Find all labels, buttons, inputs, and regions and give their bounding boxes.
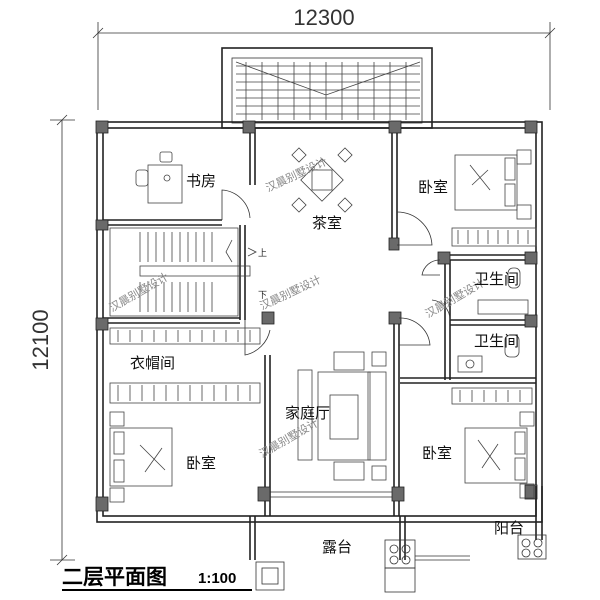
- top-dimension: 12300: [92, 5, 556, 110]
- structural-columns: [95, 120, 538, 512]
- bathroom-1-fixtures: [477, 267, 529, 315]
- left-dimension: 12100: [28, 114, 75, 566]
- family-hall-sofa: [297, 351, 387, 481]
- plan-title: 二层平面图: [62, 565, 167, 589]
- study-desk: [135, 151, 183, 204]
- room-label-bedroom-ne: 卧室: [418, 178, 448, 196]
- width-dimension-label: 12300: [293, 5, 354, 30]
- right-balcony: [517, 486, 547, 560]
- top-balcony: [221, 47, 433, 129]
- door-swings: [221, 189, 451, 356]
- room-label-bedroom-sw: 卧室: [186, 454, 216, 472]
- watermark-3: 汉晨别墅设计: [258, 273, 323, 313]
- room-label-cloakroom: 衣帽间: [130, 354, 175, 372]
- watermark-2: 汉晨别墅设计: [107, 270, 171, 314]
- plan-scale: 1:100: [198, 570, 236, 587]
- bedroom-ne-furniture: [451, 149, 537, 247]
- height-dimension-label: 12100: [28, 309, 53, 370]
- room-label-bathroom-2: 卫生间: [474, 332, 519, 350]
- watermark-1: 汉晨别墅设计: [264, 155, 329, 195]
- tea-table: [291, 147, 353, 213]
- room-label-family-hall: 家庭厅: [285, 404, 330, 422]
- interior-walls: [103, 128, 536, 516]
- bedroom-sw-furniture: [109, 411, 173, 503]
- stair-up-label: 上: [258, 248, 267, 258]
- stair-down-label: 下: [258, 290, 267, 300]
- room-label-tea-room: 茶室: [312, 214, 342, 232]
- room-label-balcony: 阳台: [494, 519, 524, 537]
- cloakroom-wardrobes: [109, 327, 261, 404]
- room-label-bathroom-1: 卫生间: [474, 270, 519, 288]
- room-label-bedroom-se: 卧室: [422, 444, 452, 462]
- room-label-study: 书房: [186, 172, 216, 190]
- bedroom-se-furniture: [451, 387, 535, 499]
- watermark-5: 汉晨别墅设计: [257, 416, 321, 460]
- bathroom-2-fixtures: [457, 334, 520, 373]
- terrace-area: [249, 516, 470, 593]
- room-label-terrace: 露台: [322, 538, 352, 556]
- staircase: [109, 227, 257, 317]
